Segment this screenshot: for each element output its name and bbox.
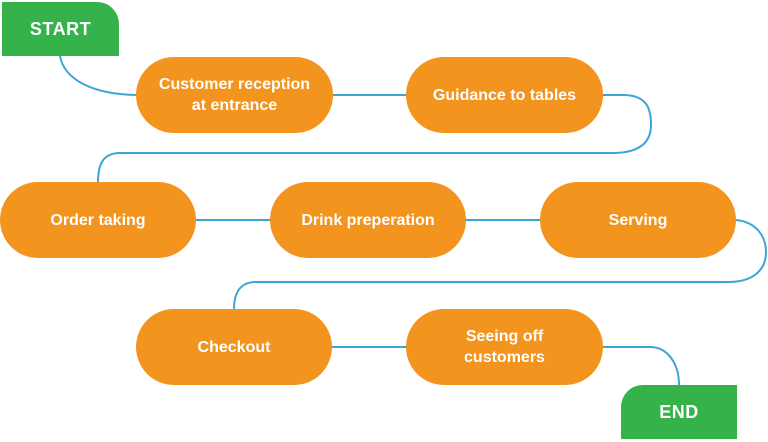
step-serving: Serving — [540, 182, 736, 258]
start-label: START — [29, 18, 92, 39]
step-guidance-to-tables: Guidance to tables — [406, 57, 603, 133]
step-label: Order taking — [50, 211, 146, 229]
step-checkout: Checkout — [136, 309, 332, 385]
step-label: Drink preperation — [301, 211, 435, 229]
end-node: END — [621, 385, 737, 439]
step-label: Guidance to tables — [432, 86, 577, 104]
step-drink-preparation: Drink preperation — [270, 182, 466, 258]
start-node: START — [2, 2, 119, 56]
step-order-taking: Order taking — [0, 182, 196, 258]
connector-start-to-reception — [59, 55, 141, 96]
connector-serving-to-checkout — [233, 219, 768, 310]
connector-seeing-off-to-end — [602, 346, 680, 386]
step-label: Serving — [608, 211, 668, 229]
step-seeing-off-customers: Seeing off customers — [406, 309, 603, 385]
step-label: Checkout — [197, 338, 271, 356]
end-label: END — [659, 401, 699, 422]
step-label: Seeing off customers — [464, 328, 545, 366]
step-customer-reception: Customer reception at entrance — [136, 57, 333, 133]
step-label: Customer reception at entrance — [158, 76, 311, 114]
connector-guidance-to-order — [97, 94, 653, 183]
